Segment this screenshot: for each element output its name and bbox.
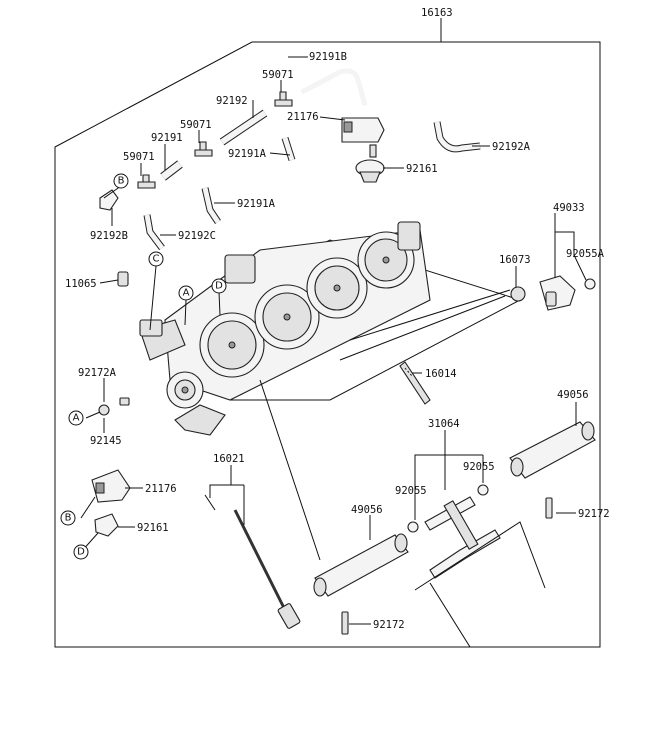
callout-92161-lower: 92161 bbox=[137, 522, 169, 534]
callout-92172-right: 92172 bbox=[578, 508, 610, 520]
elbow-fitting-B bbox=[99, 189, 119, 211]
callout-59071-c: 59071 bbox=[123, 151, 155, 163]
assembly-boundary bbox=[54, 41, 601, 648]
hose-92191B bbox=[300, 68, 368, 106]
svg-text:A: A bbox=[73, 413, 80, 424]
callout-92192A: 92192A bbox=[492, 141, 531, 153]
callout-92192C: 92192C bbox=[178, 230, 216, 242]
callout-11065: 11065 bbox=[65, 278, 97, 290]
ref-mark-D-upper: D bbox=[211, 278, 227, 294]
callout-92172-left: 92172 bbox=[373, 619, 405, 631]
svg-text:B: B bbox=[65, 513, 72, 524]
bolt-92172A bbox=[119, 397, 130, 406]
o-ring-92055-right bbox=[477, 484, 489, 496]
cable-16021 bbox=[204, 494, 301, 629]
adjusting-screw-16014 bbox=[399, 361, 431, 405]
ref-mark-A-upper: A bbox=[178, 285, 194, 301]
callout-92191: 92191 bbox=[151, 132, 183, 144]
ref-mark-B-upper: B bbox=[113, 173, 129, 189]
ref-mark-B-lower: B bbox=[60, 510, 76, 526]
ref-mark-A-lower: A bbox=[68, 410, 84, 426]
hose-92191A-lower bbox=[201, 187, 221, 224]
callout-16073: 16073 bbox=[499, 254, 531, 266]
callout-92161-top: 92161 bbox=[406, 163, 438, 175]
plug-11065 bbox=[117, 271, 129, 287]
callout-92055-right: 92055 bbox=[463, 461, 495, 473]
callout-21176-lower: 21176 bbox=[145, 483, 177, 495]
sensor-49033 bbox=[539, 275, 576, 311]
callout-92191A-lower: 92191A bbox=[237, 198, 276, 210]
nut-92145 bbox=[98, 404, 110, 416]
callout-16021: 16021 bbox=[213, 453, 245, 465]
o-ring-92055A bbox=[584, 278, 596, 290]
svg-text:D: D bbox=[215, 281, 223, 292]
hose-92192A bbox=[433, 121, 481, 153]
fuel-rail-49056-left bbox=[313, 533, 409, 597]
hose-92191A-upper bbox=[281, 136, 296, 162]
callout-59071-b: 59071 bbox=[180, 119, 212, 131]
callout-59071-a: 59071 bbox=[262, 69, 294, 81]
sensor-21176-lower bbox=[91, 469, 131, 503]
svg-text:B: B bbox=[118, 176, 125, 187]
callout-92191A-upper: 92191A bbox=[228, 148, 267, 160]
svg-text:D: D bbox=[77, 547, 85, 558]
t-fitting-59071 bbox=[137, 91, 293, 189]
hose-92192C bbox=[143, 214, 165, 251]
bolt-92172-right bbox=[545, 497, 553, 519]
assembly-number-label: 16163 bbox=[421, 7, 453, 19]
callout-92192B: 92192B bbox=[90, 230, 128, 242]
leader-lines bbox=[80, 56, 587, 625]
callout-92192: 92192 bbox=[216, 95, 248, 107]
callout-31064: 31064 bbox=[428, 418, 460, 430]
bolt-92172-left bbox=[341, 611, 349, 635]
throttle-body-assembly bbox=[139, 221, 522, 436]
callout-16014: 16014 bbox=[425, 368, 457, 380]
o-ring-92055-left bbox=[407, 521, 419, 533]
fuel-rail-49056-right bbox=[509, 421, 596, 479]
svg-text:C: C bbox=[153, 254, 160, 265]
ref-mark-C: C bbox=[148, 251, 164, 267]
callout-92055-left: 92055 bbox=[395, 485, 427, 497]
ref-mark-D-lower: D bbox=[73, 544, 89, 560]
bracket-92161-top bbox=[355, 144, 385, 183]
callout-49056-right: 49056 bbox=[557, 389, 589, 401]
svg-text:A: A bbox=[183, 288, 190, 299]
callout-92191B: 92191B bbox=[309, 51, 347, 63]
callout-21176-top: 21176 bbox=[287, 111, 319, 123]
callout-49056-left: 49056 bbox=[351, 504, 383, 516]
callout-49033: 49033 bbox=[553, 202, 585, 214]
callout-92172A: 92172A bbox=[78, 367, 117, 379]
bracket-92161-lower bbox=[94, 513, 119, 537]
callout-92055A: 92055A bbox=[566, 248, 605, 260]
hose-92192 bbox=[219, 109, 268, 146]
hose-92191 bbox=[160, 160, 183, 181]
fuel-pipe-31064 bbox=[424, 496, 501, 579]
callout-92145: 92145 bbox=[90, 435, 122, 447]
sensor-21176-top bbox=[341, 117, 385, 143]
washer-16073 bbox=[510, 286, 526, 302]
